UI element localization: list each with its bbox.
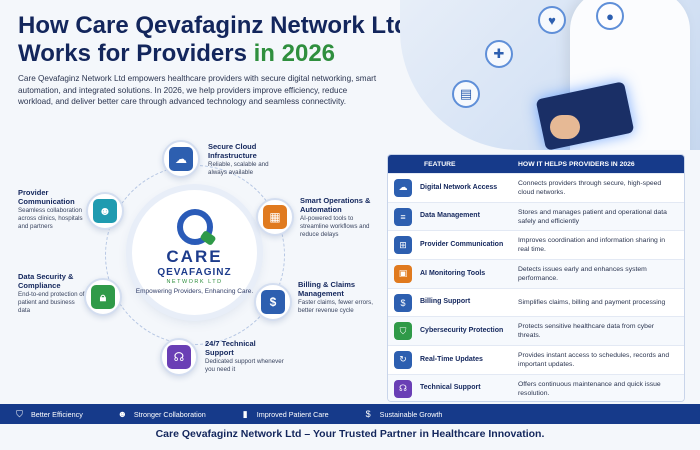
logo-mark-icon — [176, 209, 213, 245]
brand-line-3: NETWORK LTD — [166, 279, 223, 285]
table-row: ≡ Data Management Stores and manages pat… — [388, 201, 684, 231]
laptop-chart-icon: ▦ — [263, 205, 287, 229]
shield-lock-icon: 🔒︎ — [91, 285, 115, 309]
dollar-icon: $ — [365, 409, 371, 419]
cloud-icon: ☁ — [394, 178, 412, 197]
node-smart-operations: ▦ — [256, 198, 294, 236]
chip-icon: ▣ — [394, 264, 412, 283]
label-data-security: Data Security & Compliance End-to-end pr… — [18, 272, 85, 314]
medical-shield-icon: ✚ — [485, 40, 513, 68]
node-billing-claims: $ — [254, 283, 292, 321]
network-icon: ⊞ — [394, 236, 412, 255]
cloud-icon: ☁ — [169, 147, 193, 171]
database-icon: ≡ — [394, 207, 412, 226]
node-data-security: 🔒︎ — [84, 278, 122, 316]
shield-icon: ⛉ — [394, 322, 412, 341]
table-row: ↻ Real-Time Updates Provides instant acc… — [388, 345, 684, 374]
node-provider-communication: ☻ — [86, 192, 124, 230]
benefit-growth: $ Sustainable Growth — [363, 409, 443, 420]
user-icon: ● — [596, 2, 624, 30]
header-feature: FEATURE — [424, 160, 456, 168]
headset-icon: ☊ — [394, 379, 412, 398]
benefit-efficiency: ⛉ Better Efficiency — [14, 409, 83, 420]
people-icon: ☻ — [93, 199, 117, 223]
group-icon: ☻ — [117, 409, 128, 419]
table-row: ⊞ Provider Communication Improves coordi… — [388, 230, 684, 259]
hub-logo: CARE QEVAFAGINZ NETWORK LTD Empowering P… — [132, 190, 257, 315]
title-line-1: How Care Qevafaginz Network Ltd — [18, 12, 409, 39]
label-smart-operations: Smart Operations & Automation AI-powered… — [300, 196, 371, 238]
hub-tagline: Empowering Providers, Enhancing Care. — [135, 288, 254, 295]
table-row: ☁ Digital Network Access Connects provid… — [388, 173, 684, 202]
label-technical-support: 24/7 Technical Support Dedicated support… — [205, 339, 284, 373]
node-secure-cloud: ☁ — [162, 140, 200, 178]
intro-paragraph: Care Qevafaginz Network Ltd empowers hea… — [18, 74, 377, 107]
shield-check-icon: ⛉ — [16, 408, 23, 419]
table-row: ⛉ Cybersecurity Protection Protects sens… — [388, 316, 684, 346]
title-main: Works for Providers — [18, 40, 247, 67]
title-line-2: Works for Providers in 2026 — [18, 40, 438, 68]
page-title: How Care Qevafaginz Network Ltd Works fo… — [18, 12, 438, 68]
benefit-collaboration: ☻ Stronger Collaboration — [117, 409, 206, 419]
billing-icon: $ — [394, 293, 412, 312]
brand-line-2: QEVAFAGINZ — [157, 267, 232, 278]
node-technical-support: ☊ — [160, 338, 198, 376]
invoice-icon: $ — [261, 290, 285, 314]
heart-pulse-icon: ♥ — [538, 6, 566, 34]
bar-chart-icon: ▮ — [242, 408, 248, 419]
feature-table: FEATURE HOW IT HELPS PROVIDERS IN 2026 ☁… — [387, 154, 685, 402]
header-how-it-helps: HOW IT HELPS PROVIDERS IN 2026 — [518, 160, 635, 168]
table-row: ☊ Technical Support Offers continuous ma… — [388, 373, 684, 401]
headset-icon: ☊ — [167, 345, 191, 369]
brand-line-1: CARE — [166, 247, 223, 266]
clipboard-icon: ▤ — [452, 80, 480, 108]
benefits-bar: ⛉ Better Efficiency ☻ Stronger Collabora… — [0, 404, 700, 424]
refresh-icon: ↻ — [394, 350, 412, 369]
table-header: FEATURE HOW IT HELPS PROVIDERS IN 2026 — [388, 155, 684, 173]
label-provider-communication: Provider Communication Seamless collabor… — [18, 188, 83, 230]
title-accent: in 2026 — [253, 40, 336, 67]
footer-tagline: Care Qevafaginz Network Ltd – Your Trust… — [155, 428, 545, 440]
hero-image: ♥ ✚ ▤ ● — [400, 0, 700, 150]
table-row: $ Billing Support Simplifies claims, bil… — [388, 287, 684, 317]
benefit-patient-care: ▮ Improved Patient Care — [240, 409, 329, 420]
hand-figure — [550, 115, 580, 139]
label-secure-cloud: Secure Cloud Infrastructure Reliable, sc… — [208, 142, 269, 176]
label-billing-claims: Billing & Claims Management Faster claim… — [298, 280, 373, 314]
table-row: ▣ AI Monitoring Tools Detects issues ear… — [388, 259, 684, 288]
